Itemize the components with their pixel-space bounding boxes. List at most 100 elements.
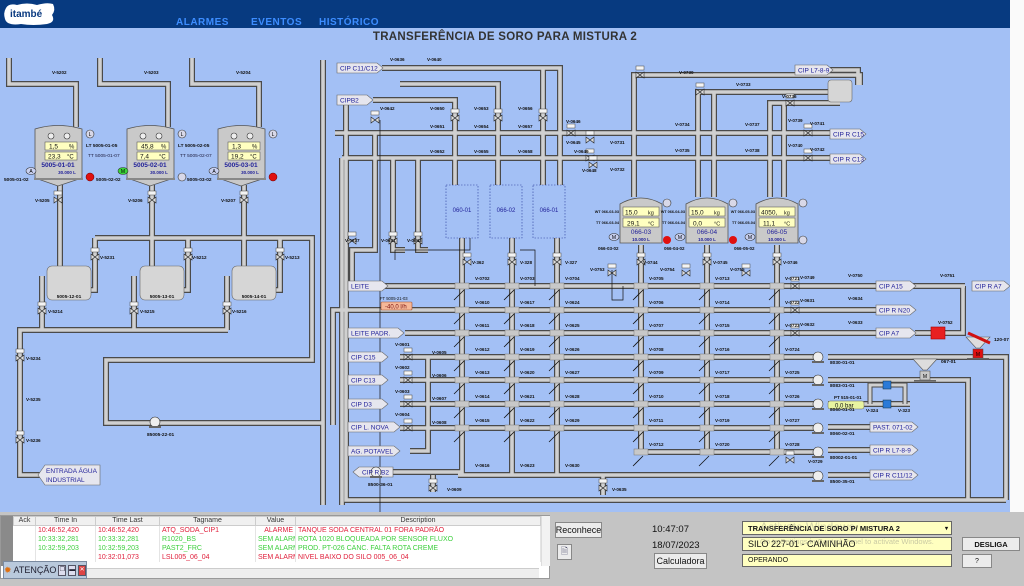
line-tag[interactable] xyxy=(336,62,384,74)
tank-5005-03-01[interactable] xyxy=(217,125,266,187)
valve-icon[interactable] xyxy=(566,123,576,137)
agitator-icon[interactable] xyxy=(25,167,37,175)
pump-icon[interactable] xyxy=(149,416,161,428)
document-icon[interactable]: 🗎 xyxy=(557,544,572,560)
valve-icon[interactable] xyxy=(635,65,645,79)
valve-fault-icon[interactable] xyxy=(930,326,946,340)
swing-bend-panel[interactable] xyxy=(827,79,853,103)
buffer-tank[interactable] xyxy=(445,184,479,239)
pump-icon[interactable] xyxy=(812,351,824,363)
agitator-icon[interactable] xyxy=(117,167,129,175)
valve-icon[interactable] xyxy=(428,478,438,492)
valve-icon[interactable] xyxy=(585,130,595,144)
valve-icon[interactable] xyxy=(785,93,795,107)
valve-icon[interactable] xyxy=(388,231,398,245)
line-tag[interactable] xyxy=(869,444,919,456)
agitator-icon[interactable] xyxy=(608,233,620,241)
valve-icon[interactable] xyxy=(803,123,813,137)
valve-icon[interactable] xyxy=(53,190,63,204)
valve-icon[interactable] xyxy=(607,263,617,277)
heat-exchanger[interactable] xyxy=(231,265,277,301)
column-header[interactable]: Time Last xyxy=(95,516,160,526)
line-tag[interactable] xyxy=(875,327,917,339)
line-tag[interactable] xyxy=(37,464,101,486)
line-tag[interactable] xyxy=(875,280,917,292)
line-tag[interactable] xyxy=(869,469,919,481)
pump-icon[interactable] xyxy=(812,398,824,410)
process-select[interactable]: TRANSFERÊNCIA DE SORO P/ MISTURA 2 ▾ xyxy=(742,521,952,535)
pump-icon[interactable] xyxy=(812,470,824,482)
tank-5005-02-01[interactable] xyxy=(126,125,175,187)
valve-icon[interactable] xyxy=(275,247,285,261)
valve-icon[interactable] xyxy=(636,252,646,266)
column-header[interactable]: Description xyxy=(295,516,541,526)
help-button[interactable]: ? xyxy=(962,554,992,568)
column-header[interactable]: Tagname xyxy=(159,516,256,526)
valve-icon[interactable] xyxy=(741,263,751,277)
valve-icon[interactable] xyxy=(790,323,800,337)
valve-icon[interactable] xyxy=(129,301,139,315)
valve-icon[interactable] xyxy=(90,247,100,261)
line-tag[interactable] xyxy=(347,374,389,386)
buffer-tank[interactable] xyxy=(532,184,566,239)
pump-icon[interactable] xyxy=(812,446,824,458)
line-tag[interactable] xyxy=(875,304,917,316)
minimize-icon[interactable]: ▬ xyxy=(68,564,77,576)
hopper-icon[interactable] xyxy=(912,358,938,371)
valve-icon[interactable] xyxy=(403,370,413,384)
line-tag[interactable] xyxy=(829,153,867,165)
atencao-window[interactable]: ✹ ATENÇÃO ❐ ▬ ✕ xyxy=(3,561,87,579)
line-tag[interactable] xyxy=(336,94,374,106)
valve-icon[interactable] xyxy=(507,252,517,266)
chevron-down-icon[interactable]: ▾ xyxy=(944,525,948,532)
valve-icon[interactable] xyxy=(413,231,423,245)
valve-icon[interactable] xyxy=(403,347,413,361)
agitator-icon[interactable] xyxy=(744,233,756,241)
valve-icon[interactable] xyxy=(598,478,608,492)
nav-eventos[interactable]: EVENTOS xyxy=(251,17,303,28)
valve-icon[interactable] xyxy=(239,190,249,204)
valve-icon[interactable] xyxy=(347,231,357,245)
valve-icon[interactable] xyxy=(785,450,795,464)
line-tag[interactable] xyxy=(971,280,1010,292)
valve-icon[interactable] xyxy=(147,190,157,204)
nav-alarmes[interactable]: ALARMES xyxy=(176,17,229,28)
close-icon[interactable]: ✕ xyxy=(78,564,86,576)
valve-icon[interactable] xyxy=(493,108,503,122)
valve-icon[interactable] xyxy=(790,300,800,314)
column-header[interactable]: Ack xyxy=(13,516,36,526)
alarm-horizontal-scrollbar[interactable] xyxy=(87,568,539,578)
valve-icon[interactable] xyxy=(538,108,548,122)
column-header[interactable]: Time In xyxy=(35,516,96,526)
valve-icon[interactable] xyxy=(183,247,193,261)
valve-icon[interactable] xyxy=(15,348,25,362)
line-tag[interactable] xyxy=(829,128,867,140)
valve-icon[interactable] xyxy=(702,252,712,266)
line-tag[interactable] xyxy=(347,351,389,363)
agitator-icon[interactable] xyxy=(674,233,686,241)
line-tag[interactable] xyxy=(347,327,405,339)
valve-icon[interactable] xyxy=(681,263,691,277)
heat-exchanger[interactable] xyxy=(139,265,185,301)
column-header[interactable]: Value xyxy=(255,516,296,526)
tank-5005-01-01[interactable] xyxy=(34,125,83,187)
acknowledge-button[interactable]: Reconhece xyxy=(555,522,602,538)
valve-icon[interactable] xyxy=(695,82,705,96)
heat-exchanger[interactable] xyxy=(46,265,92,301)
valve-icon[interactable] xyxy=(588,155,598,169)
calculator-button[interactable]: Calculadora xyxy=(654,553,707,569)
valve-icon[interactable] xyxy=(403,418,413,432)
line-tag[interactable] xyxy=(347,398,389,410)
valve-icon[interactable] xyxy=(772,252,782,266)
valve-icon[interactable] xyxy=(552,252,562,266)
nav-historico[interactable]: HISTÓRICO xyxy=(319,17,380,28)
line-tag[interactable] xyxy=(869,421,919,433)
pump-icon[interactable] xyxy=(812,374,824,386)
agitator-icon[interactable] xyxy=(208,167,220,175)
pump-icon[interactable] xyxy=(812,422,824,434)
shutdown-button[interactable]: DESLIGA xyxy=(962,537,1020,551)
valve-icon[interactable] xyxy=(790,276,800,290)
